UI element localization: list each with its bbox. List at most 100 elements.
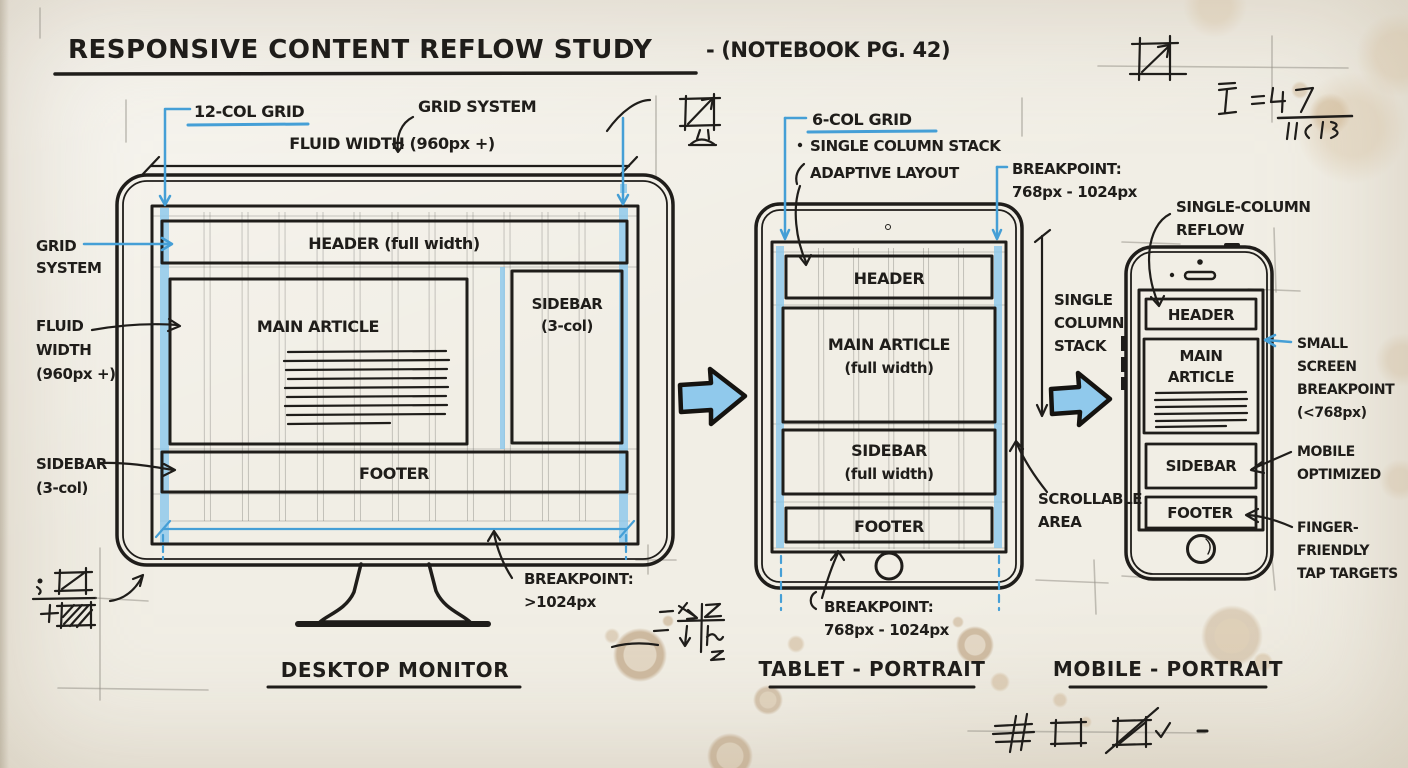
mobile-optimized-label-1: MOBILE [1297, 444, 1355, 460]
phone-side-button-1 [1121, 336, 1125, 351]
phone-side-button-2 [1121, 357, 1125, 372]
small-screen-label-2: SCREEN [1297, 359, 1357, 375]
optimized-arrow [1250, 450, 1293, 471]
mobile-main-label-1: MAIN [1179, 347, 1222, 365]
tablet-breakpoint-top-1: BREAKPOINT: [1012, 160, 1121, 178]
tablet-highlight-right [994, 246, 1002, 548]
desktop-bottom-dimension [154, 519, 636, 561]
mobile-caption: MOBILE - PORTRAIT [1053, 657, 1283, 681]
desktop-grid-rows [152, 215, 638, 522]
sidebar-side-1: SIDEBAR [36, 455, 108, 473]
mobile-footer-region [1144, 495, 1258, 530]
mobile-main-region [1142, 337, 1260, 435]
desktop-breakpoint-1: BREAKPOINT: [524, 570, 633, 588]
desktop-breakpoint-2: >1024px [524, 593, 597, 611]
tablet-breakpoint-top-2: 768px - 1024px [1012, 183, 1138, 201]
top-right-box-doodle [1128, 34, 1188, 82]
desktop-main-label: MAIN ARTICLE [257, 317, 379, 336]
tablet-top-annotations: 6-COL GRID SINGLE COLUMN STACK ADAPTIVE … [779, 110, 1138, 267]
title-main: RESPONSIVE CONTENT REFLOW STUDY [68, 35, 653, 65]
grid-highlight-left [160, 208, 169, 544]
fluid-width-dimension: FLUID WIDTH (960px +) [141, 134, 639, 176]
tablet-frame [754, 202, 1024, 590]
tablet-grid-columns [818, 247, 965, 550]
mobile-optimized-label-2: OPTIMIZED [1297, 467, 1381, 483]
mobile-header-region [1144, 297, 1258, 331]
reflow-arrow [1148, 212, 1172, 307]
tap-targets-label-2: FRIENDLY [1297, 543, 1370, 559]
tablet-main-label-1: MAIN ARTICLE [828, 335, 950, 354]
tablet-breakpoint-bottom-1: BREAKPOINT: [824, 598, 933, 616]
tablet-header-label: HEADER [854, 269, 925, 288]
flow-arrow-desktop-to-tablet [677, 366, 748, 427]
phone-home-button [1186, 534, 1216, 564]
desktop-main-region [168, 277, 469, 446]
stack-label-3: STACK [1054, 337, 1108, 355]
title-suffix: - (NOTEBOOK PG. 42) [706, 38, 950, 62]
tablet-sidebar-label-1: SIDEBAR [851, 441, 927, 460]
page-title: RESPONSIVE CONTENT REFLOW STUDY - (NOTEB… [53, 35, 951, 76]
bottom-right-doodles [991, 706, 1209, 755]
tap-targets-label-1: FINGER- [1297, 520, 1359, 536]
monitor-doodle [678, 92, 722, 147]
tablet-bottom-breakpoint: BREAKPOINT: 768px - 1024px [809, 549, 950, 639]
mobile-annotations: SINGLE-COLUMN REFLOW SMALL SCREEN BREAKP… [1148, 198, 1399, 582]
tablet-sidebar-label-2: (full width) [844, 465, 933, 483]
phone-earpiece [1183, 270, 1217, 281]
fluid-width-side-3: (960px +) [36, 365, 116, 383]
tablet-main-label-2: (full width) [844, 359, 933, 377]
desktop-header-label: HEADER (full width) [308, 234, 479, 253]
phone-side-button-3 [1121, 377, 1125, 390]
monitor-screen [150, 204, 640, 546]
tablet-camera-dot [885, 224, 891, 230]
grid-highlight-divider [500, 267, 505, 449]
tablet-portrait: HEADER MAIN ARTICLE (full width) SIDEBAR… [754, 110, 1143, 689]
mobile-footer-label: FOOTER [1167, 504, 1233, 522]
desktop-sidebar-label-1: SIDEBAR [532, 295, 604, 313]
tap-targets-label-3: TAP TARGETS [1297, 566, 1398, 582]
tablet-breakpoint-bottom-2: 768px - 1024px [824, 621, 950, 639]
desktop-caption: DESKTOP MONITOR [281, 658, 510, 682]
scrollable-label-1: SCROLLABLE [1038, 490, 1142, 508]
desktop-footer-label: FOOTER [359, 464, 429, 483]
desktop-article-lines [282, 349, 451, 426]
desktop-footer-region [160, 450, 629, 494]
tablet-grid-rows [772, 251, 1006, 549]
mobile-header-label: HEADER [1168, 306, 1235, 324]
small-screen-label-1: SMALL [1297, 336, 1348, 352]
bullet-dot [797, 142, 803, 148]
adaptive-layout-note: ADAPTIVE LAYOUT [810, 164, 960, 182]
bottom-left-doodles [31, 566, 149, 630]
stack-label-1: SINGLE [1054, 291, 1113, 309]
reflow-label-2: REFLOW [1176, 221, 1245, 239]
desktop-sidebar-region [510, 269, 624, 445]
mobile-main-label-2: ARTICLE [1168, 368, 1234, 386]
fluid-width-top-label: FLUID WIDTH (960px +) [289, 134, 494, 153]
tablet-highlight-left [776, 246, 784, 548]
tablet-home-button [874, 551, 904, 581]
desktop-sidebar-label-2: (3-col) [541, 317, 593, 335]
small-screen-label-3: BREAKPOINT [1297, 382, 1395, 398]
tablet-screen [770, 240, 1008, 554]
fluid-width-side-1: FLUID [36, 317, 83, 335]
phone-camera-dot [1197, 259, 1203, 265]
monitor-stand [318, 562, 472, 624]
fluid-width-side-2: WIDTH [36, 341, 91, 359]
scrollable-label-2: AREA [1038, 513, 1082, 531]
scrollable-arrow [1015, 442, 1049, 494]
desktop-monitor: HEADER (full width) MAIN ARTICLE SIDEBAR… [36, 92, 722, 689]
cross-arrows-doodle [610, 601, 726, 662]
tablet-footer-region [784, 506, 994, 544]
tablet-footer-label: FOOTER [854, 517, 924, 536]
flow-arrow-tablet-to-mobile [1048, 370, 1113, 428]
tap-targets-arrow [1246, 513, 1294, 529]
tablet-right-annotations: SINGLE COLUMN STACK SCROLLABLE AREA [1008, 228, 1143, 531]
desktop-breakpoint: BREAKPOINT: >1024px [486, 529, 634, 611]
desktop-left-annotations: GRID SYSTEM FLUID WIDTH (960px +) SIDEBA… [36, 236, 182, 497]
grid-callout-lines [158, 107, 630, 207]
grid-system-arrow [396, 115, 415, 153]
tablet-header-region [784, 254, 994, 300]
monitor-frame [115, 173, 675, 567]
